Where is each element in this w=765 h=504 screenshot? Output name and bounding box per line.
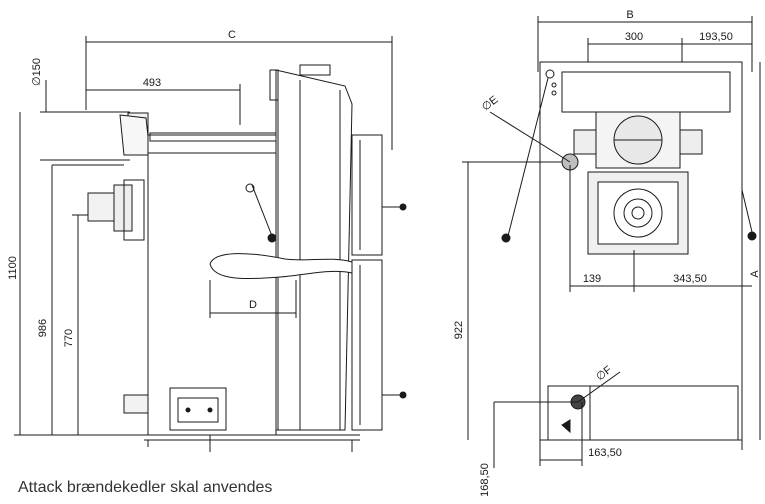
dim-a: A [749,270,761,278]
dim-1100: 1100 [7,256,19,280]
dim-d: D [249,299,257,311]
dim-c: C [228,29,236,41]
dim-163-50: 163,50 [588,447,622,459]
dim-193-50: 193,50 [699,31,733,43]
dim-343-50: 343,50 [673,273,707,285]
dim-139: 139 [583,273,601,285]
dim-phi150: ∅150 [31,58,43,86]
front-view [462,16,761,468]
dim-300: 300 [625,31,643,43]
dim-493: 493 [143,77,161,89]
caption-text: Attack brændekedler skal anvendes [18,479,273,496]
dim-168-50: 168,50 [479,463,491,497]
dim-922: 922 [453,321,465,339]
side-view [14,36,407,452]
dim-phi-e: ∅E [480,94,501,114]
dim-770: 770 [63,329,75,347]
side-view-labels: C 493 ∅150 1100 986 770 D [7,29,257,347]
dim-986: 986 [37,319,49,337]
dim-b: B [626,9,633,21]
